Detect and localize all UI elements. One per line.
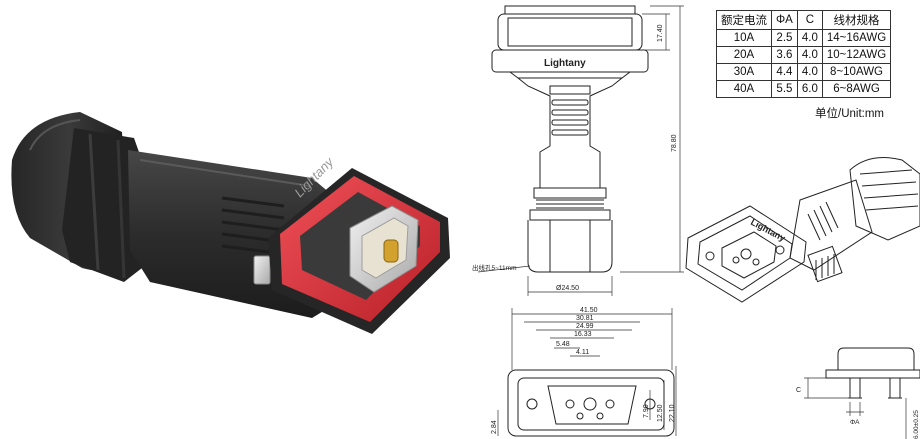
table-cell: 4.0 (796, 29, 823, 47)
spec-table: 额定电流 ΦA C 线材规格 10A 2.5 4.0 14~16AWG 20A … (716, 10, 892, 98)
header-cell: ΦA (771, 10, 798, 30)
cable-hole-note: 出线孔5~11mm (472, 263, 517, 272)
dim-width-4: 16.33 (574, 331, 592, 338)
iso-brand-text: Lightany (749, 217, 787, 243)
table-cell: 3.6 (771, 46, 798, 64)
latch-clip (253, 255, 271, 285)
header-cell: C (796, 10, 823, 30)
table-cell: 2.5 (771, 29, 798, 47)
detail-label-c: C (796, 387, 801, 394)
dim-width-3: 24.99 (576, 323, 594, 330)
dim-diameter: Ø24.50 (556, 285, 579, 292)
table-cell: 20A (716, 46, 772, 64)
detail-label-phi: ΦA (850, 419, 860, 426)
front-view-drawing: 41.50 30.81 24.99 16.33 5.48 4.11 7.90 1… (491, 307, 677, 437)
dim-total-height: 78.80 (671, 134, 678, 152)
table-row: 10A 2.5 4.0 14~16AWG (716, 29, 892, 47)
gland-nut (62, 128, 146, 282)
table-row: 40A 5.5 6.0 6~8AWG (716, 80, 892, 98)
iso-body-outline (789, 179, 873, 271)
iso-flange-outline (685, 205, 807, 303)
product-photo: Lightany (11, 112, 450, 334)
dim-height-3: 22.10 (669, 404, 676, 422)
dim-width-5: 5.48 (556, 341, 570, 348)
table-cell: 4.0 (796, 63, 823, 81)
table-cell: 5.5 (771, 80, 798, 98)
detail-view-drawing: C ΦA 6.00±0.25 (796, 347, 920, 439)
iso-ribs (807, 201, 839, 241)
front-dsub-outline (547, 385, 637, 425)
dim-width-1: 41.50 (580, 307, 598, 314)
dim-left: 2.84 (491, 420, 498, 434)
iso-view-drawing: Lightany (685, 157, 920, 303)
table-cell: 4.4 (771, 63, 798, 81)
table-cell: 6.0 (796, 80, 823, 98)
table-cell: 6~8AWG (821, 80, 892, 98)
dim-top-height: 17.40 (657, 24, 664, 42)
table-cell: 14~16AWG (821, 29, 892, 47)
dim-width-2: 30.81 (576, 315, 594, 322)
dim-height-2: 12.50 (657, 404, 664, 422)
dim-width-6: 4.11 (576, 349, 589, 356)
table-row: 20A 3.6 4.0 10~12AWG (716, 46, 892, 64)
table-cell: 10~12AWG (821, 46, 892, 64)
table-cell: 4.0 (796, 46, 823, 64)
table-cell: 30A (716, 63, 772, 81)
header-cell: 额定电流 (716, 10, 772, 30)
side-view-ribs (551, 99, 589, 136)
header-cell: 线材规格 (821, 10, 892, 30)
table-cell: 40A (716, 80, 772, 98)
dim-height-1: 7.90 (643, 404, 650, 418)
detail-label-tol: 6.00±0.25 (913, 410, 920, 439)
unit-label: 单位/Unit:mm (815, 108, 884, 120)
side-view-drawing: 17.40 78.80 Ø24.50 出线孔5~11mm Lightany (472, 5, 684, 296)
table-cell: 8~10AWG (821, 63, 892, 81)
power-contact (383, 239, 399, 263)
table-row: 30A 4.4 4.0 8~10AWG (716, 63, 892, 81)
table-header-row: 额定电流 ΦA C 线材规格 (716, 10, 892, 30)
side-view-brand-text: Lightany (544, 58, 586, 69)
table-cell: 10A (716, 29, 772, 47)
